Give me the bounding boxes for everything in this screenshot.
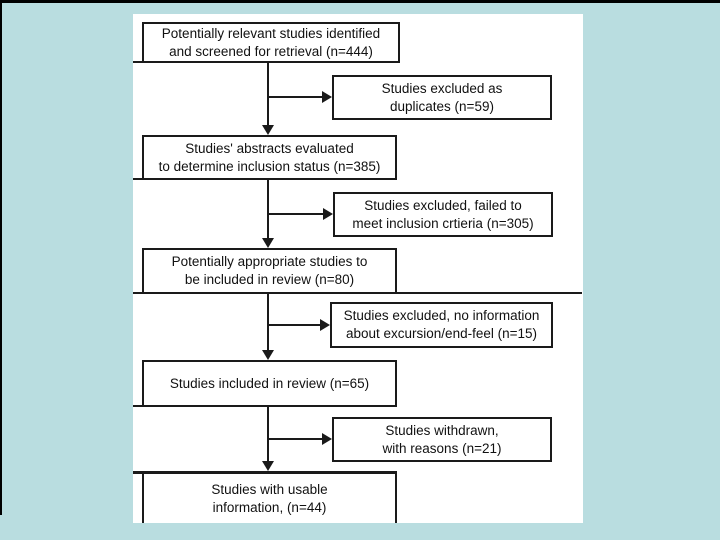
side-box-text-line: with reasons (n=21) xyxy=(382,440,502,456)
rule-under-box-1 xyxy=(133,61,144,63)
flow-box-text-line: to determine inclusion status (n=385) xyxy=(158,158,381,174)
side-box-excluded-duplicates: Studies excluded as duplicates (n=59) xyxy=(332,75,552,120)
connector-down-2 xyxy=(267,180,269,238)
side-box-excluded-criteria: Studies excluded, failed to meet inclusi… xyxy=(333,192,553,237)
arrowhead-right-3 xyxy=(320,319,330,331)
flow-box-text-line: Studies' abstracts evaluated xyxy=(185,140,354,156)
flow-box-text-line: be included in review (n=80) xyxy=(184,272,355,287)
flow-box-text-line: Potentially appropriate studies to xyxy=(171,254,368,269)
rule-under-box-4 xyxy=(133,405,144,407)
branch-line-3 xyxy=(268,324,320,326)
slide-edge-top xyxy=(0,0,720,3)
side-box-withdrawn: Studies withdrawn, with reasons (n=21) xyxy=(332,417,552,462)
arrowhead-right-1 xyxy=(322,91,332,103)
side-box-excluded-excursion: Studies excluded, no information about e… xyxy=(330,302,553,348)
flow-box-included-in-review: Studies included in review (n=65) xyxy=(142,360,397,407)
arrowhead-down-4 xyxy=(262,461,274,471)
slide-edge-left xyxy=(0,0,2,515)
rule-under-box-2 xyxy=(133,178,144,180)
side-box-text-line: Studies excluded, no information xyxy=(343,308,540,323)
flow-box-identified-screened: Potentially relevant studies identified … xyxy=(142,22,400,63)
flow-box-abstracts-evaluated: Studies' abstracts evaluated to determin… xyxy=(142,135,397,180)
side-box-text-line: duplicates (n=59) xyxy=(390,98,494,114)
flow-box-appropriate-studies: Potentially appropriate studies to be in… xyxy=(142,248,397,294)
connector-down-3 xyxy=(267,294,269,350)
rule-above-box-5 xyxy=(133,471,144,474)
side-box-text-line: Studies excluded as xyxy=(381,80,503,96)
flow-box-text-line: Studies included in review (n=65) xyxy=(169,375,370,391)
flowchart-panel: Potentially relevant studies identified … xyxy=(133,14,583,523)
flow-box-text-line: Potentially relevant studies identified xyxy=(161,25,381,41)
connector-down-1 xyxy=(267,63,269,125)
arrowhead-down-3 xyxy=(262,350,274,360)
arrowhead-right-4 xyxy=(322,433,332,445)
side-box-text-line: Studies excluded, failed to xyxy=(364,197,522,213)
side-box-text-line: Studies withdrawn, xyxy=(385,422,499,438)
flow-box-text-line: information, (n=44) xyxy=(212,499,327,515)
arrowhead-right-2 xyxy=(323,208,333,220)
side-box-text-line: meet inclusion crtieria (n=305) xyxy=(352,215,534,231)
flow-box-usable-information: Studies with usable information, (n=44) xyxy=(142,471,397,523)
side-box-text-line: about excursion/end-feel (n=15) xyxy=(346,326,537,341)
branch-line-1 xyxy=(268,96,322,98)
arrowhead-down-2 xyxy=(262,238,274,248)
flow-box-text-line: and screened for retrieval (n=444) xyxy=(169,43,373,59)
branch-line-4 xyxy=(268,438,322,440)
arrowhead-down-1 xyxy=(262,125,274,135)
branch-line-2 xyxy=(268,213,323,215)
flow-box-text-line: Studies with usable xyxy=(211,481,328,497)
connector-down-4 xyxy=(267,407,269,461)
